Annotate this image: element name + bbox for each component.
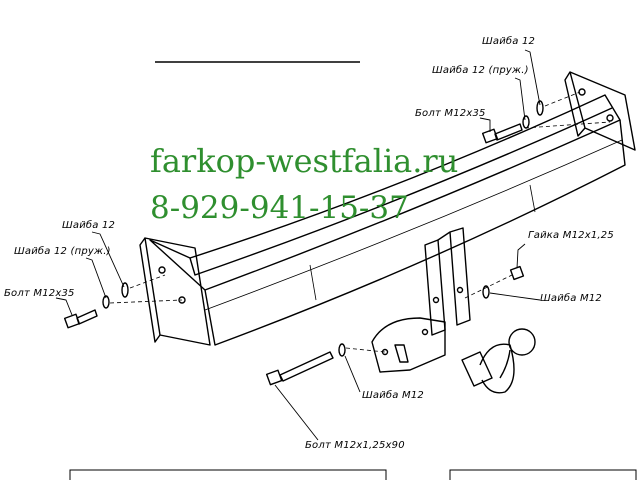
label-washer-12-spring-left: Шайба 12 (пруж.) (14, 246, 111, 257)
right-bracket (564, 71, 636, 151)
label-bolt-m12x35-top: Болт М12х35 (415, 108, 486, 119)
bottom-box-left (69, 469, 387, 480)
cross-beam (149, 94, 626, 346)
label-bolt-m12x125x90: Болт М12х1,25х90 (305, 440, 405, 451)
label-washer-12-left: Шайба 12 (62, 220, 116, 231)
watermark-site: farkop-westfalia.ru (150, 142, 459, 180)
tow-ball (461, 328, 536, 394)
label-washer-12-top: Шайба 12 (482, 36, 536, 47)
fasteners-left (63, 274, 183, 329)
fasteners-top-right (481, 91, 611, 144)
socket-plate (371, 317, 446, 373)
watermark-phone: 8-929-941-15-37 (150, 190, 409, 226)
fasteners-nut (464, 265, 525, 299)
label-washer-m12-right: Шайба М12 (540, 293, 602, 304)
label-nut-m12x125: Гайка М12х1,25 (528, 230, 614, 241)
label-washer-m12-bottom: Шайба М12 (362, 390, 424, 401)
leader-lines (55, 49, 541, 441)
long-bolt (265, 343, 386, 386)
label-washer-12-spring-top: Шайба 12 (пруж.) (432, 65, 529, 76)
label-bolt-m12x35-left: Болт М12х35 (4, 288, 75, 299)
bottom-box-right (449, 469, 637, 480)
left-bracket (139, 237, 211, 346)
hanger-plates (424, 227, 471, 336)
